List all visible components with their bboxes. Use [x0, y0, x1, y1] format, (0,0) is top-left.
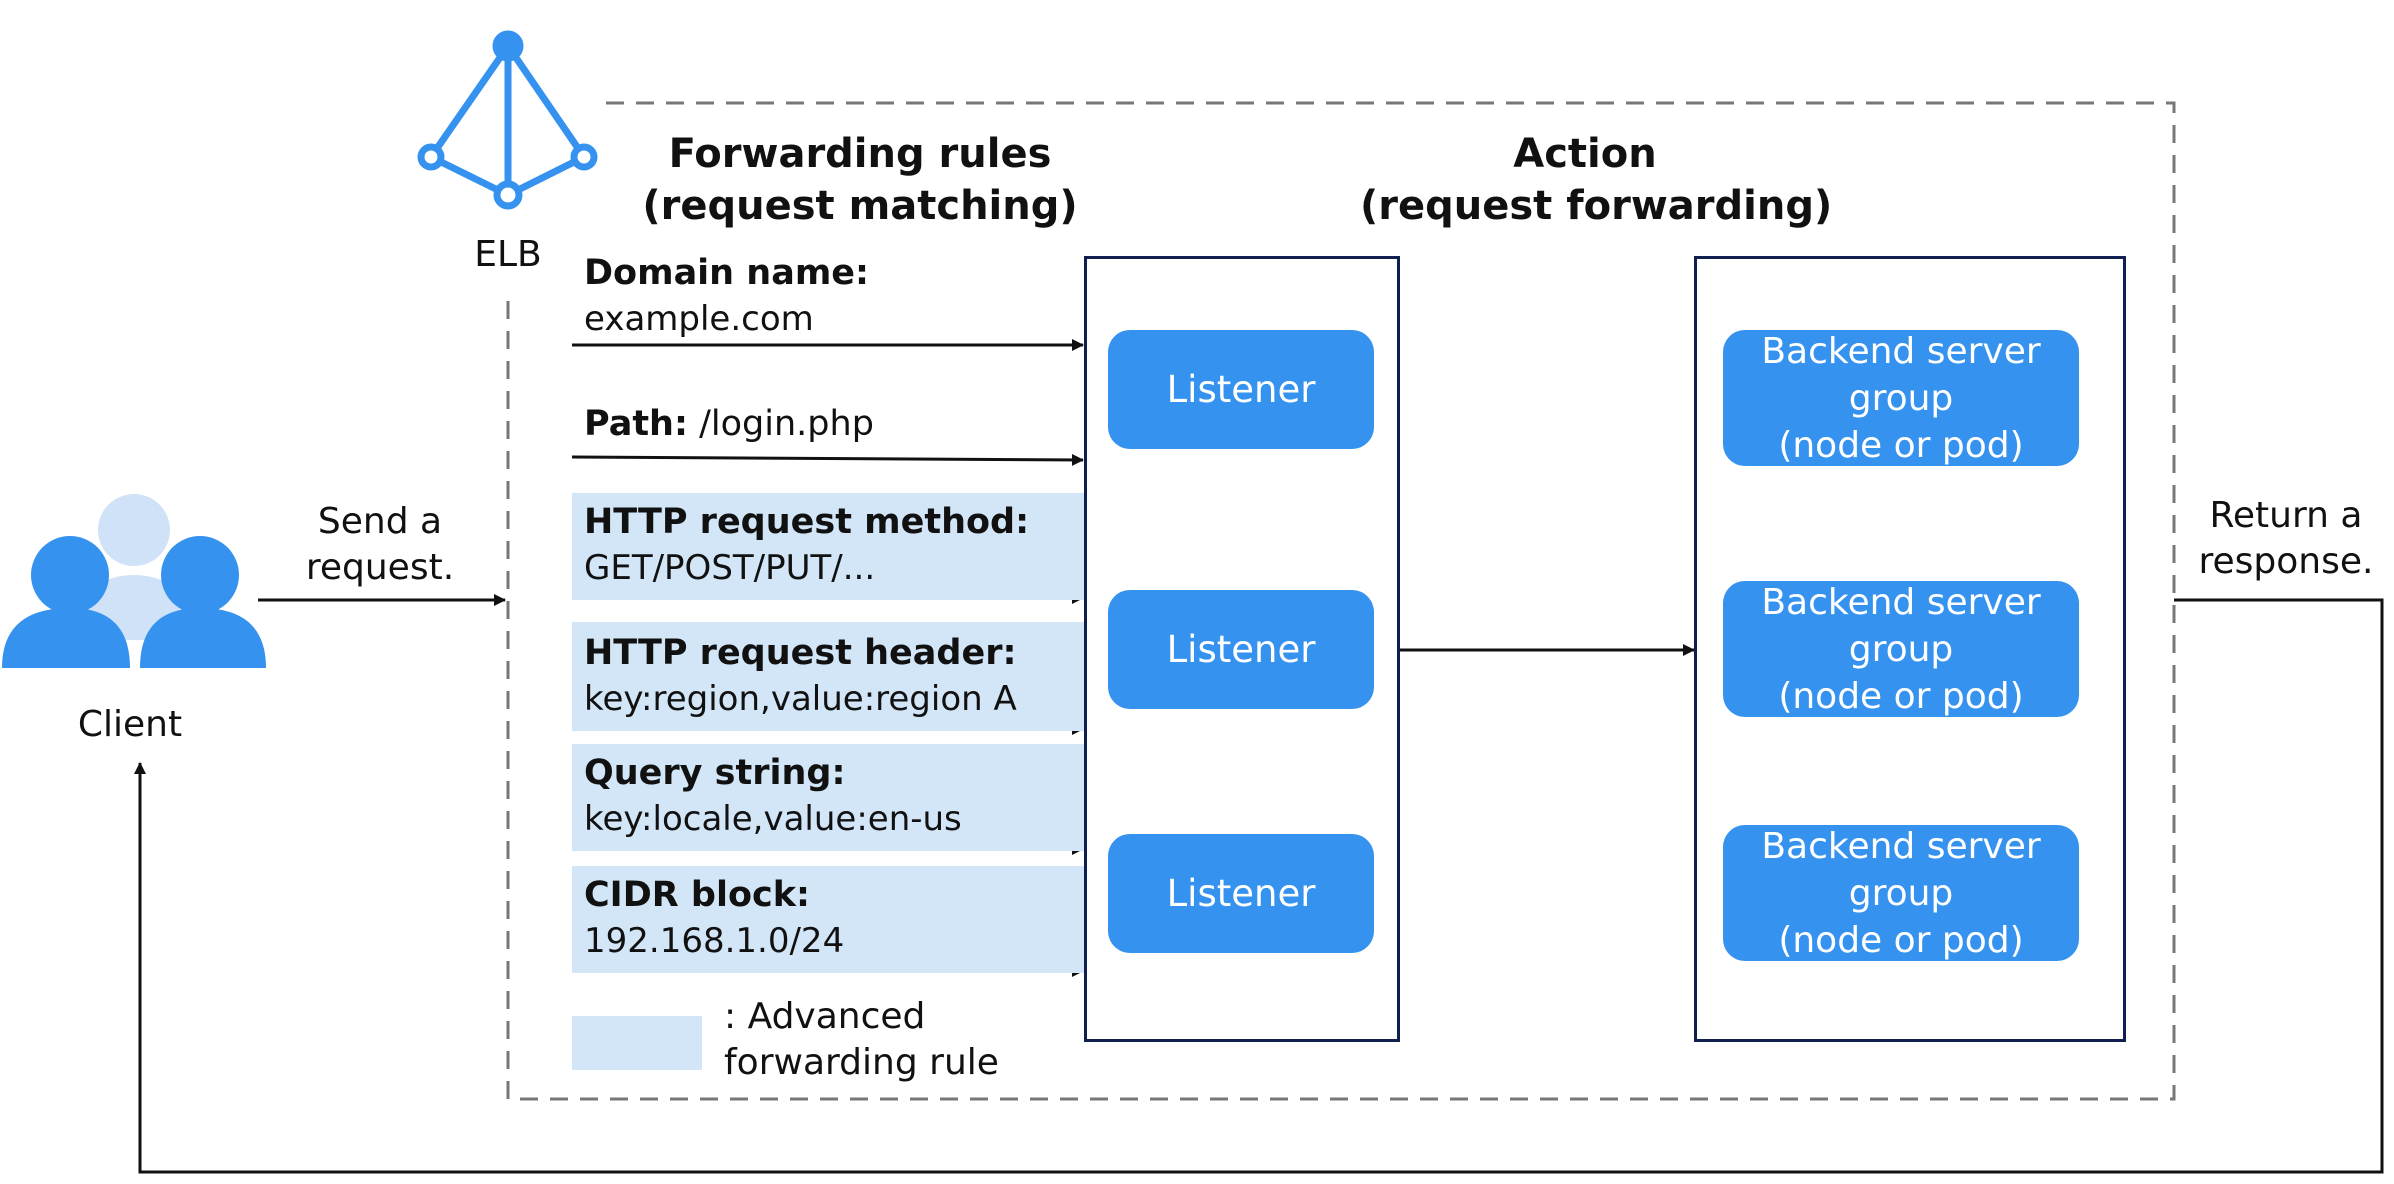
action-title: Action (request forwarding)	[1360, 128, 1833, 232]
send-request-label: Send a request.	[300, 499, 460, 591]
rule-header-value: key:region,value:region A	[584, 679, 1017, 719]
elb-icon	[417, 30, 598, 210]
client-icon	[2, 494, 266, 668]
rule-domain: Domain name: example.com	[584, 250, 869, 342]
listener-1: Listener	[1108, 330, 1374, 449]
rule-domain-name: Domain name:	[584, 253, 870, 293]
return-response-line2: response.	[2198, 541, 2374, 582]
forwarding-rules-title-line1: Forwarding rules	[668, 131, 1052, 177]
return-response-path	[134, 598, 2384, 1174]
action-title-line2: (request forwarding)	[1360, 183, 1833, 229]
backend-group-3: Backend server group (node or pod)	[1723, 825, 2079, 961]
rule-query-name: Query string:	[584, 753, 846, 793]
elb-boundary	[506, 101, 2176, 1101]
backend-group-1-line1: Backend server	[1761, 330, 2041, 372]
rule-query: Query string: key:locale,value:en-us	[584, 750, 962, 842]
rule-method-name: HTTP request method:	[584, 502, 1030, 542]
rule-method: HTTP request method: GET/POST/PUT/...	[584, 499, 1029, 591]
rule-method-value: GET/POST/PUT/...	[584, 548, 876, 588]
listener-3: Listener	[1108, 834, 1374, 953]
rule-cidr-name: CIDR block:	[584, 875, 811, 915]
send-request-line2: request.	[305, 547, 455, 588]
return-response-label: Return a response.	[2196, 493, 2376, 585]
rule-query-value: key:locale,value:en-us	[584, 799, 962, 839]
backend-group-1-line2: group	[1848, 377, 1954, 419]
legend-line1: : Advanced	[724, 996, 926, 1037]
backend-group-1-line3: (node or pod)	[1778, 424, 2024, 466]
rule-path-value: /login.php	[687, 404, 874, 444]
rule-domain-value: example.com	[584, 299, 814, 339]
advanced-rule-bg-header	[572, 622, 1084, 731]
backend-group-3-line1: Backend server	[1761, 825, 2041, 867]
backend-group-2: Backend server group (node or pod)	[1723, 581, 2079, 717]
rule-path-name: Path:	[584, 404, 688, 444]
advanced-rule-bg-cidr	[572, 866, 1084, 973]
listener-2: Listener	[1108, 590, 1374, 709]
rule-cidr: CIDR block: 192.168.1.0/24	[584, 872, 844, 964]
action-title-line1: Action	[1513, 131, 1657, 177]
forwarding-rules-title-line2: (request matching)	[642, 183, 1078, 229]
rule-cidr-value: 192.168.1.0/24	[584, 921, 845, 961]
return-response-line1: Return a	[2209, 495, 2363, 536]
send-request-line1: Send a	[317, 501, 443, 542]
rule-path: Path: /login.php	[584, 401, 874, 447]
backend-group-2-line3: (node or pod)	[1778, 675, 2024, 717]
elb-label: ELB	[474, 234, 542, 275]
backend-group-2-line1: Backend server	[1761, 581, 2041, 623]
legend-label: : Advanced forwarding rule	[724, 994, 999, 1086]
path-arrow	[571, 453, 1084, 466]
legend-swatch	[572, 1016, 702, 1070]
backend-group-3-line3: (node or pod)	[1778, 919, 2024, 961]
backend-group-1: Backend server group (node or pod)	[1723, 330, 2079, 466]
legend-line2: forwarding rule	[724, 1042, 999, 1083]
backend-group-2-line2: group	[1848, 628, 1954, 670]
rule-header: HTTP request header: key:region,value:re…	[584, 630, 1017, 722]
forwarding-rules-title: Forwarding rules (request matching)	[640, 128, 1080, 232]
advanced-rule-bg-method	[572, 493, 1084, 600]
client-label: Client	[77, 704, 183, 745]
advanced-rule-bg-query	[572, 744, 1084, 851]
backend-group-3-line2: group	[1848, 872, 1954, 914]
rule-header-name: HTTP request header:	[584, 633, 1017, 673]
